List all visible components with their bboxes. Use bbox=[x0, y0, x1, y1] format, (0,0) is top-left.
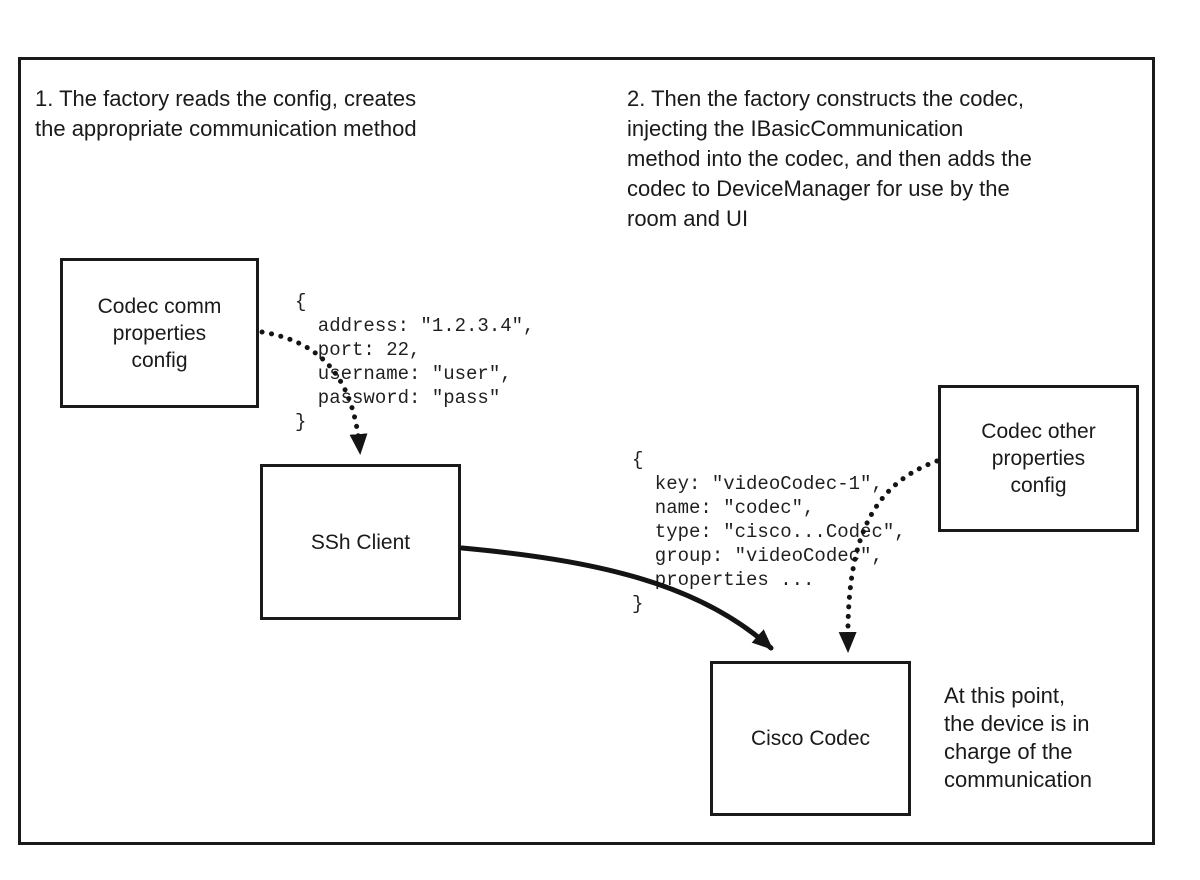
code-comm-properties-json: { address: "1.2.3.4", port: 22, username… bbox=[295, 291, 535, 433]
box-codec-other-properties-config-label: Codec other properties config bbox=[981, 420, 1096, 497]
box-codec-comm-properties-config: Codec comm properties config bbox=[60, 258, 259, 408]
note-step2-factory-constructs-codec: 2. Then the factory constructs the codec… bbox=[627, 86, 1032, 231]
box-cisco-codec-label: Cisco Codec bbox=[750, 727, 871, 750]
box-ssh-client-label: SSh Client bbox=[310, 530, 411, 554]
box-codec-comm-properties-config-label: Codec comm properties config bbox=[97, 294, 222, 372]
note-step1-factory-reads-config: 1. The factory reads the config, creates… bbox=[35, 86, 417, 141]
box-cisco-codec: Cisco Codec bbox=[710, 661, 911, 816]
box-ssh-client: SSh Client bbox=[260, 464, 461, 620]
box-codec-other-properties-config: Codec other properties config bbox=[938, 385, 1139, 532]
code-codec-properties-json: { key: "videoCodec-1", name: "codec", ty… bbox=[632, 449, 906, 615]
diagram-frame bbox=[18, 57, 1155, 845]
note-device-in-charge: At this point, the device is in charge o… bbox=[944, 683, 1092, 792]
